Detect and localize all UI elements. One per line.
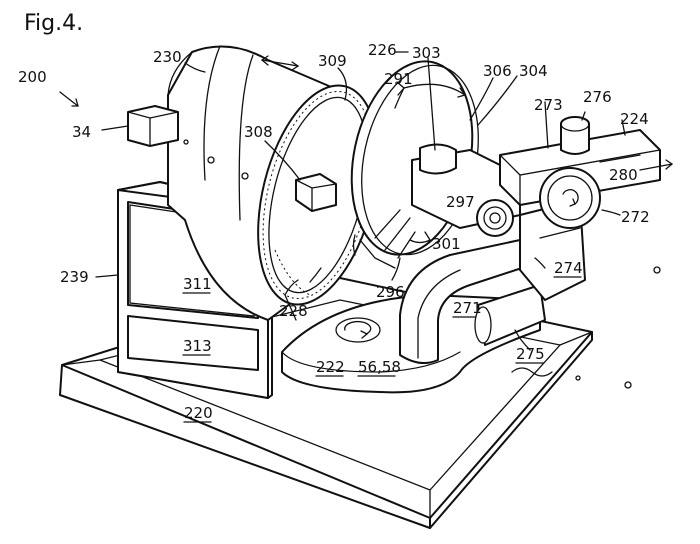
label-304: 304: [519, 62, 548, 80]
label-273: 273: [534, 96, 563, 114]
label-275: 275: [516, 345, 545, 363]
label-297: 297: [446, 193, 475, 211]
label-220: 220: [184, 404, 213, 422]
label-228: 228: [279, 302, 308, 320]
label-224: 224: [620, 110, 649, 128]
label-239: 239: [60, 268, 89, 286]
label-280: 280: [609, 166, 638, 184]
figure-title: Fig.4.: [24, 11, 83, 36]
label-303: 303: [412, 44, 441, 62]
label-272: 272: [621, 208, 650, 226]
label-226: 226: [368, 41, 397, 59]
label-230: 230: [153, 48, 182, 66]
label-309: 309: [318, 52, 347, 70]
label-271: 271: [453, 299, 482, 317]
label-308: 308: [244, 123, 273, 141]
label-311: 311: [183, 275, 212, 293]
shaft-34: [128, 106, 178, 146]
fan-272: [540, 168, 600, 228]
label-306: 306: [483, 62, 512, 80]
label-222: 222: [316, 358, 345, 376]
label-200: 200: [18, 68, 47, 86]
cylinder-276: [561, 117, 589, 154]
label-296: 296: [376, 283, 405, 301]
label-56-58: 56,58: [358, 358, 401, 376]
label-274: 274: [554, 259, 583, 277]
label-301: 301: [432, 235, 461, 253]
label-276: 276: [583, 88, 612, 106]
label-313: 313: [183, 337, 212, 355]
label-291: 291: [384, 70, 413, 88]
label-34: 34: [72, 123, 91, 141]
